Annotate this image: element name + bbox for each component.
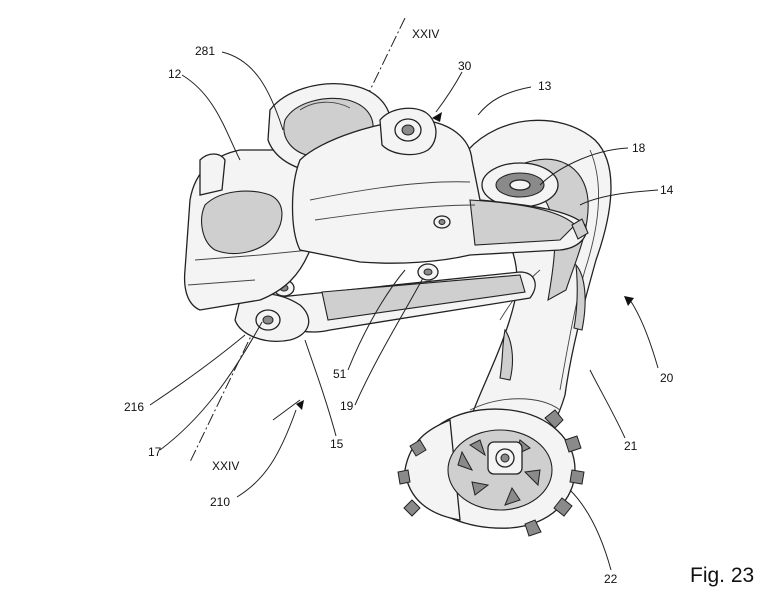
label-20: 20 [660,371,674,385]
parallelogram-link [234,227,536,342]
arrowhead-20 [624,296,634,306]
lower-pulley [397,408,585,537]
label-17: 17 [148,445,162,459]
arrowhead-30 [432,112,442,122]
label-21: 21 [624,439,638,453]
label-section-top: XXIV [412,27,439,41]
label-15: 15 [330,437,344,451]
label-14: 14 [660,183,674,197]
label-13: 13 [538,79,552,93]
label-18: 18 [632,141,646,155]
arrowhead-210 [296,400,304,410]
label-22: 22 [604,572,618,586]
movable-member [291,107,589,264]
label-281: 281 [195,44,215,58]
label-210: 210 [210,495,230,509]
label-section-bottom: XXIV [212,459,239,473]
label-51: 51 [333,367,347,381]
label-216: 216 [124,400,144,414]
leader-lines [149,51,659,571]
upper-pulley [481,162,559,208]
label-19: 19 [340,399,354,413]
label-30: 30 [458,59,472,73]
figure-caption: Fig. 23 [690,564,754,587]
label-12: 12 [168,67,182,81]
